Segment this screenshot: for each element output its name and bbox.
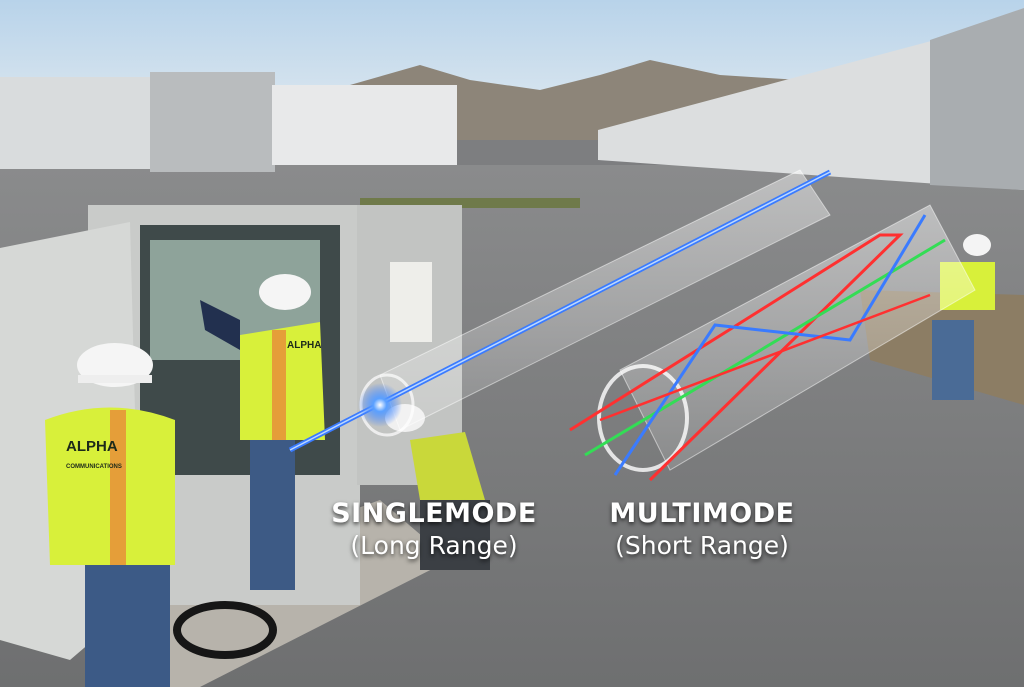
multimode-title: MULTIMODE	[609, 498, 795, 529]
worker-left	[45, 343, 175, 687]
vest-logo-left: ALPHA COMMUNICATIONS	[66, 438, 122, 472]
vest-logo-middle: ALPHA	[287, 340, 321, 351]
building	[0, 77, 155, 169]
beam-glow	[358, 383, 402, 427]
singlemode-label: SINGLEMODE (Long Range)	[328, 498, 540, 560]
singlemode-subtitle: (Long Range)	[350, 531, 518, 560]
building	[272, 85, 457, 165]
multimode-blue-ray	[613, 214, 927, 476]
logo-tagline: COMMUNICATIONS	[66, 464, 122, 470]
multimode-fiber-tube	[569, 204, 976, 482]
singlemode-fiber-tube	[288, 169, 832, 453]
building	[150, 72, 275, 172]
multimode-subtitle: (Short Range)	[615, 531, 789, 560]
door-document	[390, 262, 432, 342]
building	[930, 8, 1024, 190]
multimode-green-ray	[584, 238, 946, 457]
worker-middle	[200, 274, 325, 590]
multimode-red-ray	[569, 233, 904, 482]
logo-name: ALPHA	[66, 438, 118, 455]
grass-strip	[360, 198, 580, 208]
cable-coil	[173, 601, 277, 659]
building	[598, 8, 1024, 190]
multimode-label: MULTIMODE (Short Range)	[600, 498, 804, 560]
logo-name: ALPHA	[287, 340, 322, 351]
singlemode-title: SINGLEMODE	[331, 498, 537, 529]
multimode-red-ray-2	[599, 293, 931, 422]
